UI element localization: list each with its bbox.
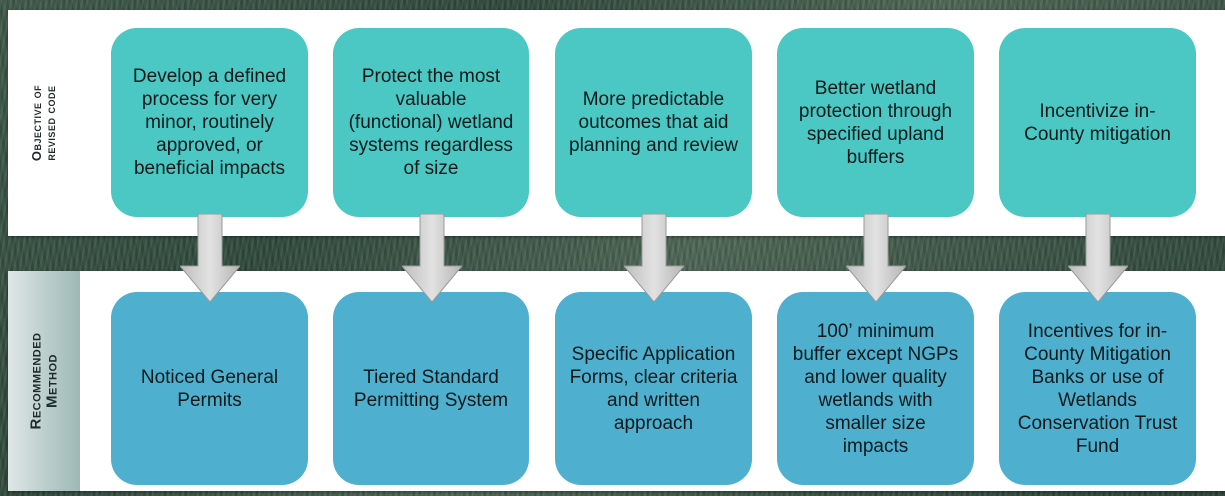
down-arrow-icon: [402, 214, 462, 302]
objective-label-line2: revised code: [43, 85, 59, 161]
objective-box: More predictable outcomes that aid plann…: [555, 28, 752, 217]
objective-box: Develop a defined process for very minor…: [111, 28, 308, 217]
method-box: Tiered Standard Permitting System: [333, 292, 529, 485]
method-label-line1: Recommended: [27, 332, 45, 430]
objective-box: Incentivize in-County mitigation: [999, 28, 1196, 217]
method-box: 100’ minimum buffer except NGPs and lowe…: [777, 292, 974, 485]
down-arrow-icon: [180, 214, 240, 302]
down-arrow-icon: [1068, 214, 1128, 302]
down-arrow-icon: [846, 214, 906, 302]
method-box: Specific Application Forms, clear criter…: [555, 292, 752, 485]
objective-box: Better wetland protection through specif…: [777, 28, 974, 217]
down-arrow-icon: [624, 214, 684, 302]
method-label-line2: Method: [43, 354, 61, 409]
objective-box: Protect the most valuable (functional) w…: [333, 28, 529, 217]
method-section-label: Recommended Method: [8, 271, 80, 491]
method-box: Noticed General Permits: [111, 292, 308, 485]
objective-label-line1: Objective of: [29, 84, 45, 162]
objective-section-label: Objective of revised code: [8, 10, 80, 236]
method-box: Incentives for in-County Mitigation Bank…: [999, 292, 1196, 485]
